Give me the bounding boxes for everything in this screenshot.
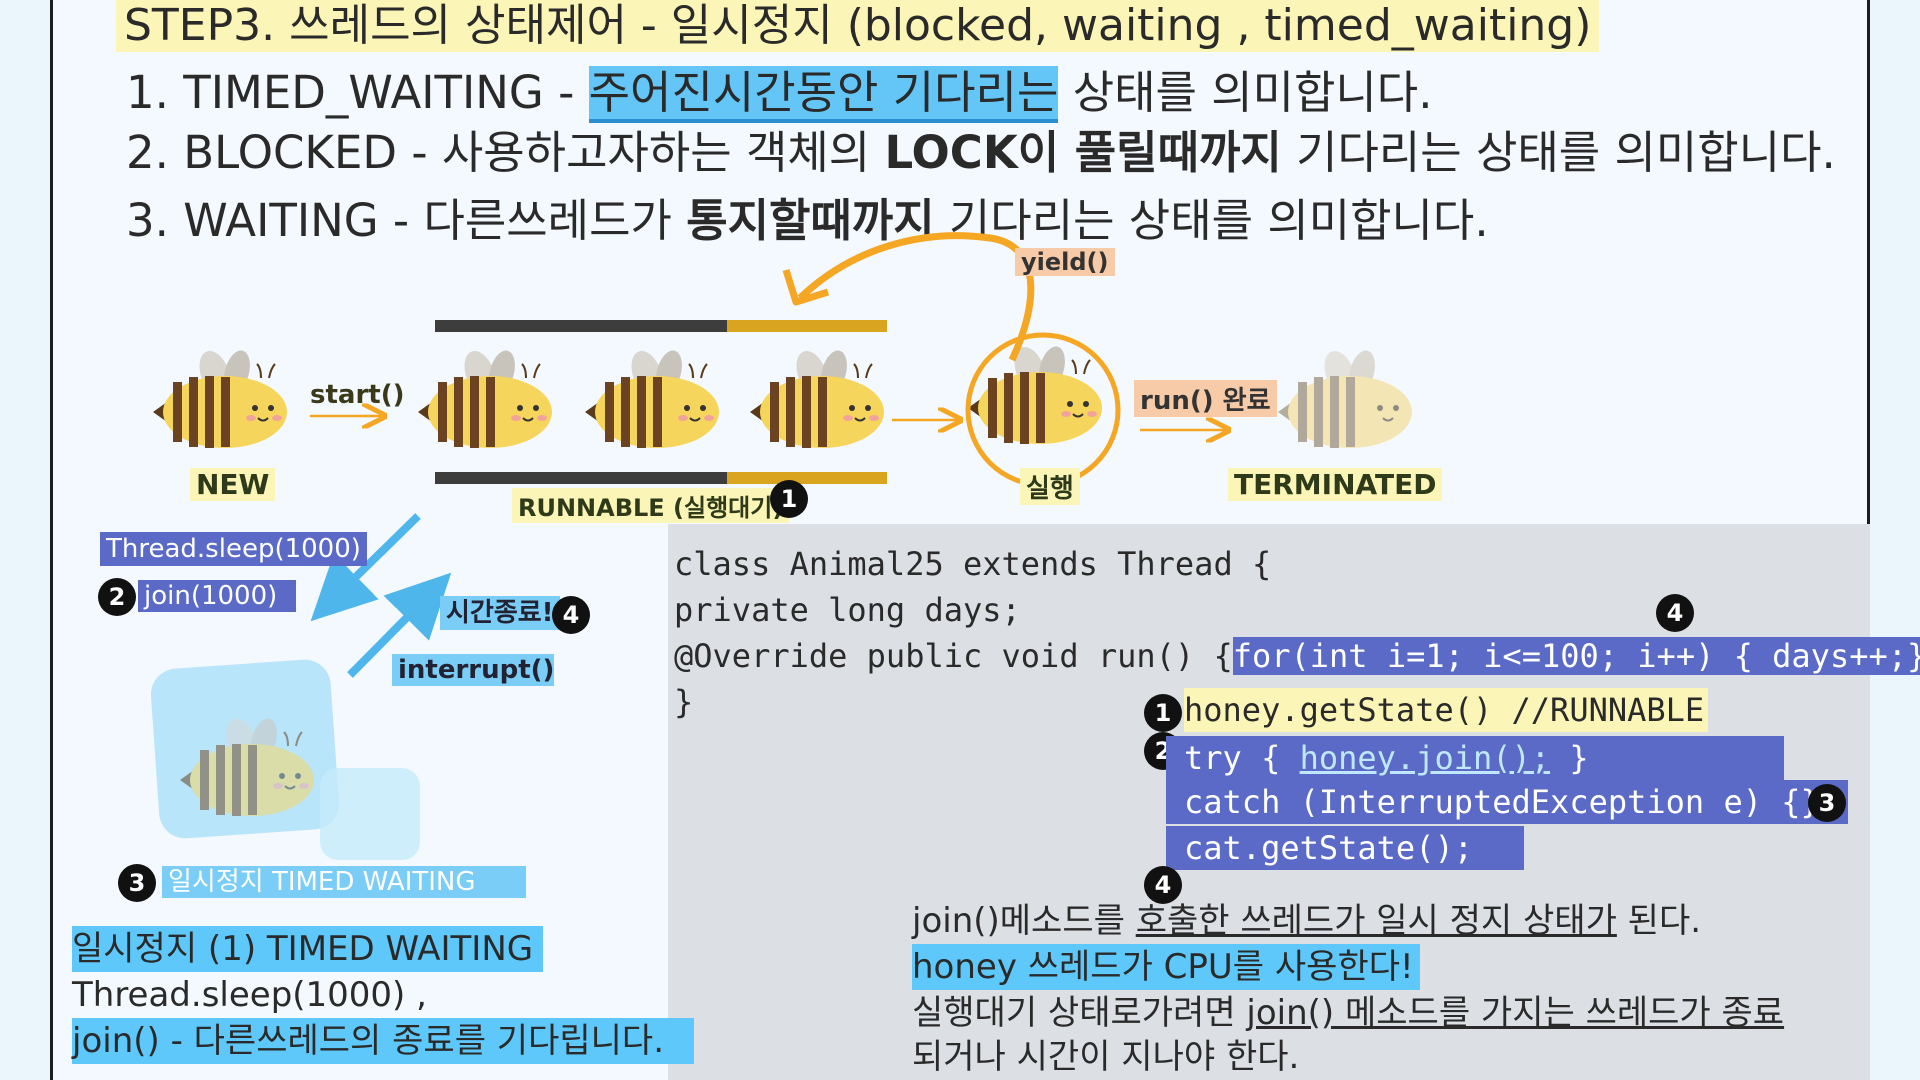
note-return: 실행대기 상태로가려면 join() 메소드를 가지는 쓰레드가 종료: [912, 990, 1784, 1036]
list-number: 1.: [126, 66, 169, 119]
summary-line-2: Thread.sleep(1000) ,: [72, 975, 427, 1015]
join-label: join(1000): [138, 580, 296, 612]
start-label: start(): [310, 380, 405, 410]
note-1a: join()메소드를: [912, 901, 1136, 941]
new-label: NEW: [190, 468, 276, 501]
timed-waiting-label: 일시정지 TIMED WAITING: [162, 866, 526, 898]
list-bold: LOCK이 풀릴때까지: [884, 126, 1282, 179]
code-join-call: honey.join();: [1299, 739, 1551, 777]
list-suffix: 상태를 의미합니다.: [1072, 66, 1433, 119]
code-marker-4: 4: [1656, 594, 1694, 632]
list-item-waiting: 3. WAITING - 다른쓰레드가 통지할때까지 기다리는 상태를 의미합니…: [126, 194, 1489, 248]
code-line-cat: cat.getState();: [1166, 826, 1524, 870]
code-line-catch: catch (InterruptedException e) {}: [1166, 780, 1848, 824]
list-prefix: WAITING - 다른쓰레드가: [183, 194, 687, 247]
frozen-bee: [150, 659, 420, 860]
bee-new: [152, 345, 288, 449]
summary-line-1: 일시정지 (1) TIMED WAITING: [72, 926, 544, 972]
list-item-blocked: 2. BLOCKED - 사용하고자하는 객체의 LOCK이 풀릴때까지 기다리…: [126, 126, 1836, 180]
queue-bar-bottom-dark: [435, 472, 727, 484]
code-run-body: for(int i=1; i<=100; i++) { days++;}: [1232, 637, 1920, 675]
code-marker-1: 1: [1144, 694, 1182, 732]
code-line-field: private long days;: [674, 591, 1021, 629]
marker-4: 4: [552, 596, 590, 634]
from-waiting-arrow: [347, 572, 452, 678]
summary-line-3: join() - 다른쓰레드의 종료를 기다립니다.: [72, 1018, 694, 1064]
note-3a: 실행대기 상태로가려면: [912, 993, 1247, 1033]
code-run-signature: @Override public void run() {: [674, 637, 1233, 675]
yield-arrow: [797, 232, 1035, 362]
list-number: 2.: [126, 126, 169, 179]
queue-bar-top-dark: [435, 320, 727, 332]
note-join-call: join()메소드를 호출한 쓰레드가 일시 정지 상태가 된다.: [912, 898, 1701, 944]
list-item-timed-waiting: 1. TIMED_WAITING - 주어진시간동안 기다리는 상태를 의미합니…: [126, 66, 1433, 123]
marker-1: 1: [770, 480, 808, 518]
run-done-label: run() 완료: [1134, 380, 1277, 417]
marker-3: 3: [118, 864, 156, 902]
list-bold: 통지할때까지: [686, 194, 935, 247]
code-line-try: try { honey.join(); }: [1166, 736, 1784, 780]
list-prefix: TIMED_WAITING -: [183, 66, 589, 119]
running-label: 실행: [1020, 468, 1080, 505]
yield-arrow-head: [782, 268, 830, 306]
code-line-run: @Override public void run() {for(int i=1…: [674, 634, 1920, 678]
code-line-getstate: honey.getState() //RUNNABLE: [1184, 688, 1709, 732]
queue-bar-top-gold: [727, 320, 887, 332]
note-cpu: honey 쓰레드가 CPU를 사용한다!: [912, 944, 1420, 990]
bee-terminated: [1277, 345, 1413, 449]
yield-label: yield(): [1015, 248, 1115, 276]
list-prefix: BLOCKED - 사용하고자하는 객체의: [183, 126, 885, 179]
to-waiting-arrow: [310, 513, 421, 622]
interrupt-label: interrupt(): [392, 654, 554, 686]
bee-runnable-1: [417, 345, 553, 449]
slide-title: STEP3. 쓰레드의 상태제어 - 일시정지 (blocked, waitin…: [116, 0, 1600, 52]
marker-2: 2: [98, 578, 136, 616]
list-suffix: 기다리는 상태를 의미합니다.: [948, 194, 1489, 247]
code-line-end: }: [674, 683, 694, 721]
note-3b: join() 메소드를 가지는 쓰레드가 종료: [1246, 993, 1785, 1033]
code-line-class: class Animal25 extends Thread {: [674, 545, 1272, 583]
terminated-label: TERMINATED: [1228, 468, 1443, 501]
list-suffix: 기다리는 상태를 의미합니다.: [1296, 126, 1836, 179]
queue-bar-bottom-gold: [727, 472, 887, 484]
note-1b: 호출한 쓰레드가 일시 정지 상태가: [1135, 901, 1617, 941]
timeout-label: 시간종료!: [440, 596, 560, 630]
bee-runnable-3: [749, 345, 885, 449]
runnable-label: RUNNABLE (실행대기): [512, 488, 790, 523]
list-highlight: 주어진시간동안 기다리는: [588, 66, 1059, 123]
note-condition: 되거나 시간이 지나야 한다.: [912, 1037, 1300, 1077]
bee-runnable-2: [584, 345, 720, 449]
code-try-close: }: [1550, 739, 1589, 777]
list-number: 3.: [126, 194, 169, 247]
code-marker-4b: 4: [1144, 866, 1182, 904]
code-try: try {: [1184, 739, 1300, 777]
code-marker-3: 3: [1808, 784, 1846, 822]
note-1c: 된다.: [1616, 901, 1702, 941]
left-border: [50, 0, 53, 1080]
sleep-label: Thread.sleep(1000): [100, 532, 367, 566]
